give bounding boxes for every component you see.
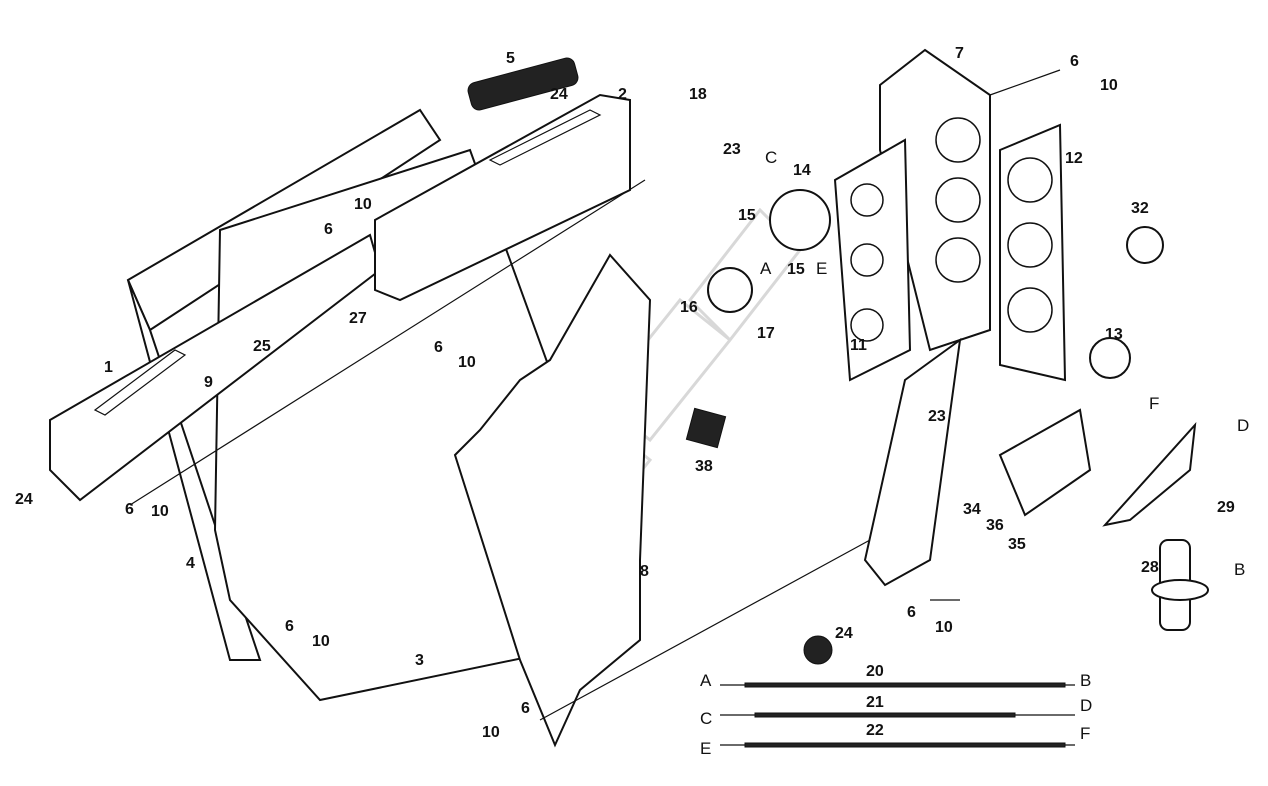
callouts: 5 24 2 18 7 6 10 12 23 C 14 15 15 E A 10… — [15, 45, 1249, 758]
leader-lines — [129, 69, 1061, 721]
callout: C — [765, 148, 777, 167]
callout: 38 — [695, 458, 713, 475]
slot — [488, 109, 602, 166]
callout: 3 — [415, 652, 424, 669]
grommet-part-24 — [803, 635, 833, 665]
callout: 28 — [1141, 559, 1159, 576]
callout: 32 — [1131, 200, 1149, 217]
knob-part-32 — [1126, 226, 1164, 264]
callout: 15 — [738, 207, 756, 224]
callout: 24 — [835, 625, 853, 642]
part-38 — [685, 407, 727, 449]
callout: 27 — [349, 310, 367, 327]
callout: 2 — [618, 86, 627, 103]
cables — [720, 682, 1075, 748]
gear-part-16 — [707, 267, 753, 313]
panel-part-8 — [453, 253, 652, 748]
part-5 — [467, 57, 579, 111]
callout: 10 — [151, 503, 169, 520]
knob-part-13 — [1089, 337, 1131, 379]
callout: 13 — [1105, 326, 1123, 343]
callout: 5 — [506, 50, 515, 67]
callout: 8 — [640, 563, 649, 580]
callout: 34 — [963, 501, 981, 518]
callout: 9 — [204, 374, 213, 391]
callout: 12 — [1065, 150, 1083, 167]
callout: 4 — [186, 555, 195, 572]
callout: 10 — [312, 633, 330, 650]
callout: A — [760, 259, 772, 278]
callout: 10 — [458, 354, 476, 371]
callout: 23 — [928, 408, 946, 425]
callout: 14 — [793, 162, 811, 179]
callout: 10 — [935, 619, 953, 636]
callout: 10 — [1100, 77, 1118, 94]
callout: 17 — [757, 325, 775, 342]
callout: 35 — [1008, 536, 1026, 553]
callout: 6 — [907, 604, 916, 621]
callout: 22 — [866, 722, 884, 739]
slot — [93, 349, 187, 416]
callout: 1 — [104, 359, 113, 376]
housing-leg-7 — [863, 337, 962, 587]
callout: F — [1149, 394, 1159, 413]
callout: 23 — [723, 141, 741, 158]
callout: 29 — [1217, 499, 1235, 516]
callout: E — [816, 259, 827, 278]
callout: 6 — [1070, 53, 1079, 70]
callout: 15 — [787, 261, 805, 278]
callout: D — [1080, 696, 1092, 715]
callout: C — [700, 709, 712, 728]
callout: 20 — [866, 663, 884, 680]
callout: 6 — [324, 221, 333, 238]
callout: 24 — [15, 491, 33, 508]
callout: 11 — [850, 337, 867, 354]
callout: 25 — [253, 338, 271, 355]
callout: B — [1234, 560, 1245, 579]
callout: 10 — [482, 724, 500, 741]
callout: 24 — [550, 86, 568, 103]
callout: 16 — [680, 299, 698, 316]
callout: 7 — [955, 45, 964, 62]
callout: 6 — [434, 339, 443, 356]
callout: 10 — [354, 196, 372, 213]
callout: A — [700, 671, 712, 690]
callout: 6 — [125, 501, 134, 518]
callout: 6 — [521, 700, 530, 717]
callout: D — [1237, 416, 1249, 435]
bracket-part-1 — [49, 233, 382, 502]
callout: 6 — [285, 618, 294, 635]
plate-F — [998, 408, 1092, 517]
callout: 36 — [986, 517, 1004, 534]
callout: 21 — [866, 694, 884, 711]
callout: E — [700, 739, 711, 758]
callout: B — [1080, 671, 1091, 690]
callout: F — [1080, 724, 1090, 743]
plate-D — [1102, 422, 1197, 527]
gauge-part-14 — [769, 189, 831, 251]
callout: 18 — [689, 86, 707, 103]
